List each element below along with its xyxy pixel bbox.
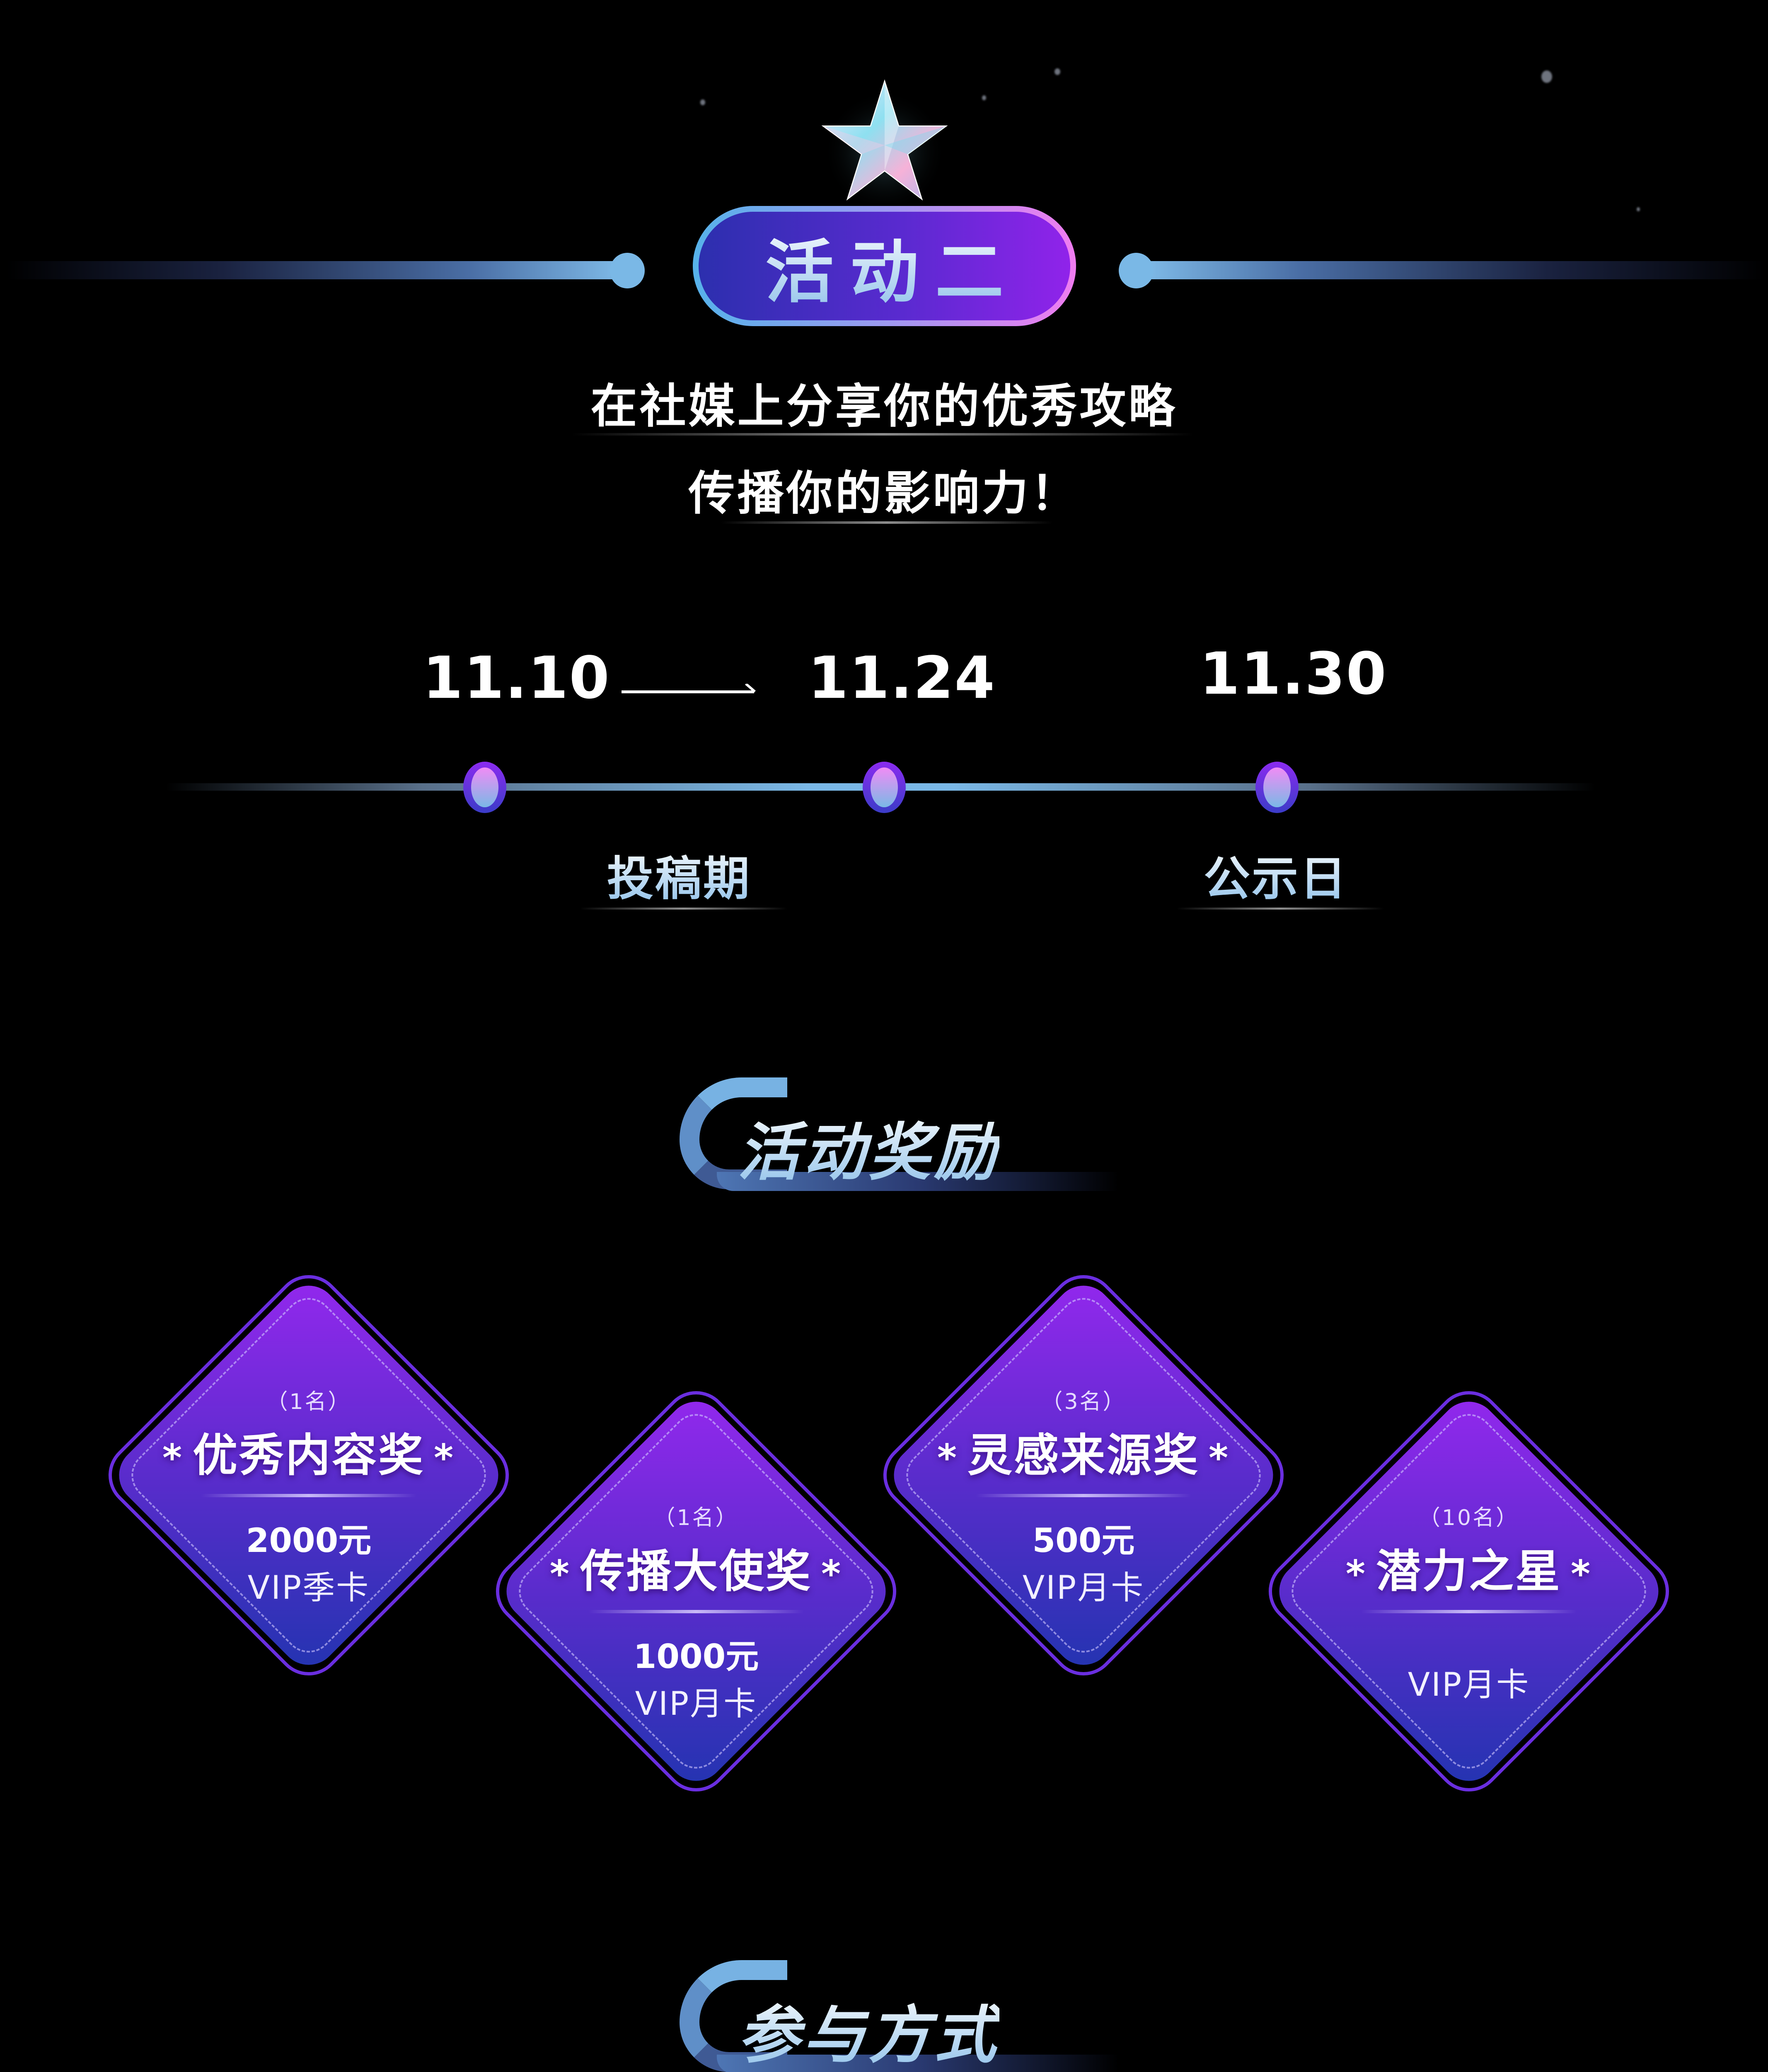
headline-line-1: 在社媒上分享你的优秀攻略 [590,380,1178,433]
submission-underline [580,908,787,910]
timeline-node-announce [1255,762,1299,813]
reward-divider [1361,1610,1577,1613]
arrow-right-icon [622,684,756,693]
timeline-start-date: 11.10 [423,644,610,712]
reward-amount: 1000元 [633,1637,759,1676]
reward-card-rising-star: （10名） *潜力之星* VIP月卡 [1253,1376,1684,1807]
reward-vip: VIP季卡 [247,1569,370,1607]
timeline-node-start [463,762,506,813]
crystal-star-icon [821,79,948,203]
section-bar-decoration [717,1172,1119,1191]
reward-divider [976,1494,1191,1497]
asterisk-icon: * [821,1552,843,1596]
asterisk-icon: * [1571,1552,1592,1596]
reward-card-ambassador: （1名） *传播大使奖* 1000元 VIP月卡 [481,1376,912,1807]
reward-divider [201,1494,416,1497]
reward-card-inspiration: （3名） *灵感来源奖* 500元 VIP月卡 [868,1260,1299,1691]
reward-amount: 500元 [1032,1521,1135,1560]
activity-badge-label: 活动二 [749,217,1020,316]
reward-divider [588,1610,804,1613]
asterisk-icon: * [434,1436,455,1480]
reward-name: *传播大使奖* [549,1546,843,1598]
section-bar-decoration [717,2055,1119,2072]
reward-vip: VIP月卡 [635,1685,757,1723]
reward-name: *潜力之星* [1345,1546,1592,1598]
reward-count: （1名） [266,1389,351,1414]
asterisk-icon: * [1345,1552,1367,1596]
reward-name: *灵感来源奖* [937,1430,1230,1481]
reward-card-excellent-content: （1名） *优秀内容奖* 2000元 VIP季卡 [93,1260,524,1691]
timeline-announce-label: 公示日 [1204,841,1348,908]
asterisk-icon: * [937,1436,958,1480]
header-left-dot [610,253,645,288]
reward-name: *优秀内容奖* [162,1430,455,1481]
rewards-section-label: 活动奖励 [738,1102,999,1192]
reward-vip: VIP月卡 [1408,1666,1530,1704]
header-right-line [1144,261,1765,279]
rewards-section-title: 活动奖励 [655,1053,1119,1191]
asterisk-icon: * [549,1552,571,1596]
timeline-announce-date: 11.30 [1200,640,1387,708]
participation-section-title: 参与方式 [655,1935,1119,2072]
header-right-dot [1119,253,1154,288]
reward-amount: 2000元 [246,1521,372,1560]
asterisk-icon: * [162,1436,184,1480]
headline-underline-1 [572,433,1193,436]
timeline-end-date: 11.24 [808,644,996,712]
timeline-submission-label: 投稿期 [607,841,751,908]
asterisk-icon: * [1209,1436,1230,1480]
reward-vip: VIP月卡 [1022,1569,1145,1607]
header-left-line [6,261,624,279]
reward-count: （10名） [1418,1506,1519,1530]
participation-section-label: 参与方式 [738,1985,999,2072]
reward-count: （3名） [1041,1389,1126,1414]
announce-underline [1177,908,1384,910]
activity-badge: 活动二 [693,206,1076,326]
headline-underline-2 [721,521,1052,524]
reward-count: （1名） [653,1506,739,1530]
timeline-node-end [863,762,906,813]
headline-line-2: 传播你的影响力！ [688,467,1080,520]
